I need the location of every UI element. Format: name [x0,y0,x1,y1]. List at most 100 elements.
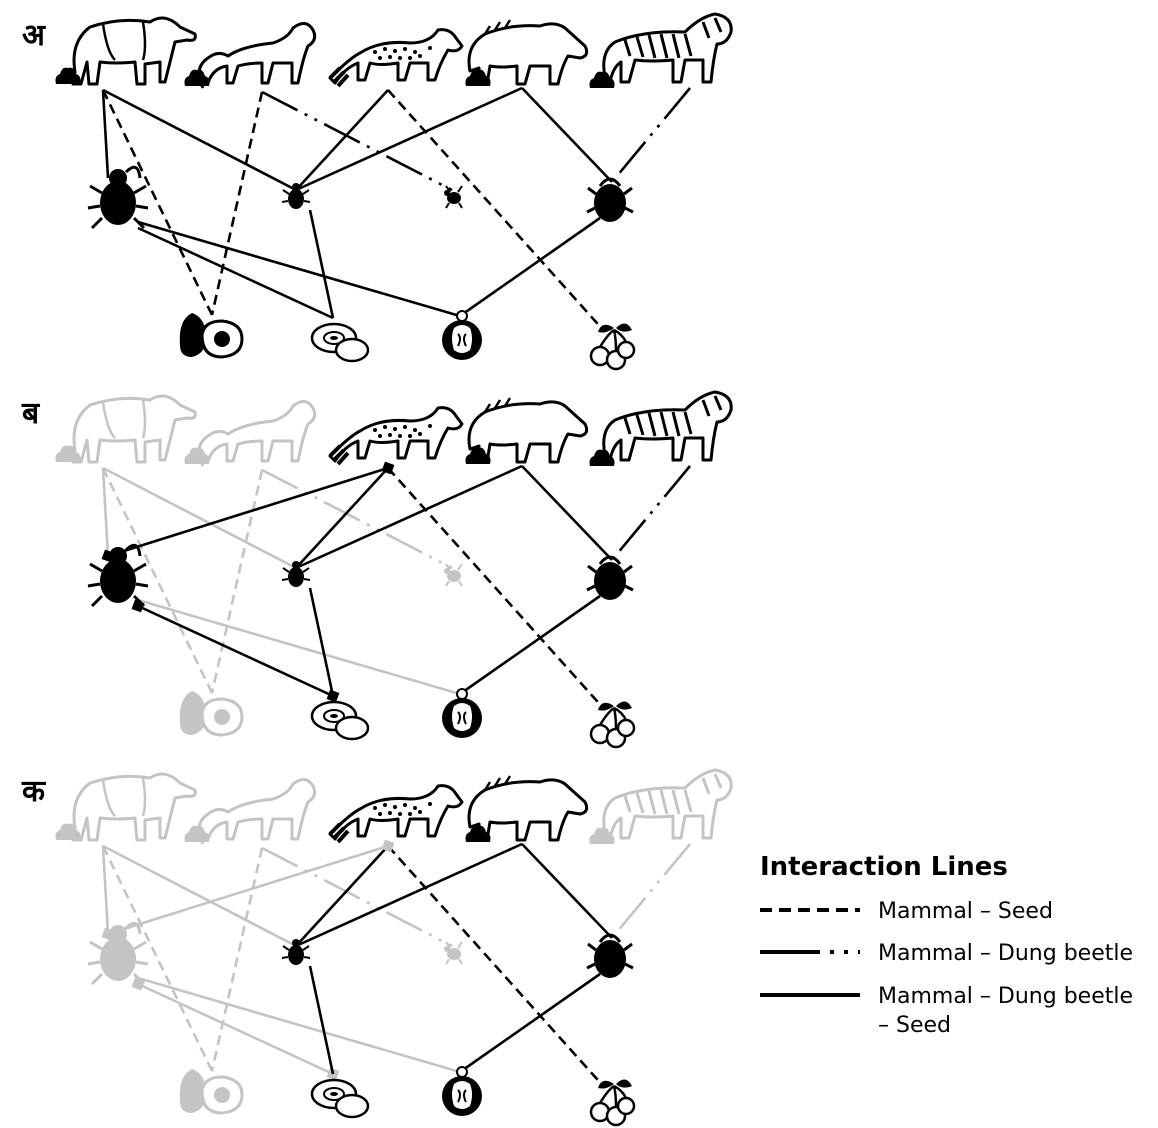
edge-round-beetle-mangosteen-seed [459,216,601,318]
edge-monkey-avocado-seed [210,469,264,694]
large-beetle-icon [86,543,150,608]
edge-round-beetle-mangosteen-seed [459,594,601,696]
edge-civet-cherry-seed [387,845,606,1089]
edge-boar-small-beetle [295,842,523,948]
cherry-seed-icon [589,1078,636,1127]
edge-civet-small-beetle [295,845,389,947]
edge-tiger-round-beetle [610,843,692,939]
civet-icon [328,783,464,844]
tiny-beetle-icon [443,941,463,965]
edge-tiger-round-beetle [610,465,692,561]
avocado-seed-icon [178,1067,244,1115]
edge-tapir-small-beetle [102,466,297,570]
edge-monkey-tiny-beetle [261,846,453,948]
tiny-beetle-icon [443,185,463,209]
edge-tapir-large-beetle [101,845,110,935]
boar-icon [467,18,589,86]
tapir-icon [71,772,197,842]
edge-large-beetle-mangosteen-seed [137,976,461,1074]
panel-3: क [21,768,733,1127]
civet-icon [328,405,464,466]
panel-label-1: अ [22,18,46,53]
edge-endpoint-marker [381,839,395,853]
kiwi-seed-icon [310,700,370,741]
nodes [55,390,733,749]
edge-small-beetle-kiwi-seed [308,209,335,319]
legend-label-mammal-dung-beetle-seed-cont: – Seed [878,1013,951,1038]
nodes [55,768,733,1127]
kiwi-seed-icon [310,322,370,363]
round-beetle-icon [585,177,635,224]
round-beetle-icon [585,933,635,980]
edge-monkey-avocado-seed [210,847,264,1072]
civet-icon [328,27,464,89]
edge-civet-small-beetle [295,467,389,569]
edge-tapir-large-beetle [101,89,110,179]
edges [101,461,692,711]
edge-civet-large-beetle [107,844,389,936]
edge-large-beetle-kiwi-seed [137,604,334,698]
panels-layer: अ ब क [21,12,733,1127]
avocado-seed-icon [178,311,244,359]
tiger-icon [602,12,733,84]
tapir-icon [71,16,197,86]
edge-monkey-avocado-seed [210,91,264,316]
boar-icon [467,774,589,842]
cherry-seed-icon [589,700,636,749]
avocado-seed-icon [178,689,244,737]
edge-tiger-round-beetle [610,87,692,183]
monkey-icon [197,21,317,90]
nodes [55,12,733,371]
edge-tapir-avocado-seed [101,845,214,1072]
edge-tapir-small-beetle [102,844,297,948]
legend-label-mammal-dung-beetle: Mammal – Dung beetle [878,941,1133,966]
edges [101,839,692,1089]
legend-label-mammal-seed: Mammal – Seed [878,899,1053,924]
tiny-beetle-icon [443,563,463,587]
legend-label-mammal-dung-beetle-seed: Mammal – Dung beetle [878,984,1133,1009]
edge-tapir-small-beetle [102,88,297,192]
edge-monkey-tiny-beetle [261,90,453,192]
edge-tapir-avocado-seed [101,467,214,694]
edge-large-beetle-kiwi-seed [137,982,334,1076]
edge-large-beetle-kiwi-seed [137,226,334,320]
edge-round-beetle-mangosteen-seed [459,972,601,1074]
monkey-icon [197,399,317,468]
edge-civet-small-beetle [295,89,389,191]
edge-civet-cherry-seed [387,467,606,711]
edge-large-beetle-mangosteen-seed [137,598,461,696]
edge-boar-round-beetle [521,87,613,183]
edge-boar-round-beetle [521,465,613,561]
panel-label-3: क [21,774,46,809]
edges [101,86,692,333]
edge-tapir-avocado-seed [101,89,214,316]
tiger-icon [602,390,733,462]
edge-civet-cherry-seed [387,89,606,333]
panel-1: अ [22,12,733,371]
panel-label-2: ब [21,396,41,431]
kiwi-seed-icon [310,1078,370,1119]
large-beetle-icon [86,165,150,230]
edge-civet-large-beetle [107,466,389,558]
edge-boar-small-beetle [295,464,523,570]
legend-title: Interaction Lines [760,852,1008,882]
edge-monkey-tiny-beetle [261,468,453,570]
cherry-seed-icon [589,322,636,371]
edge-boar-small-beetle [295,86,523,192]
edge-boar-round-beetle [521,843,613,939]
large-beetle-icon [86,921,150,986]
mangosteen-seed-icon [441,1066,483,1117]
mangosteen-seed-icon [441,688,483,739]
edge-small-beetle-kiwi-seed [308,965,335,1075]
edge-small-beetle-kiwi-seed [308,587,335,697]
mangosteen-seed-icon [441,310,483,361]
panel-2: ब [21,390,733,749]
round-beetle-icon [585,555,635,602]
monkey-icon [197,777,317,846]
tapir-icon [71,394,197,464]
boar-icon [467,396,589,464]
tiger-icon [602,768,733,840]
legend: Interaction Lines Mammal – Seed Mammal –… [760,852,1133,1038]
edge-large-beetle-mangosteen-seed [137,220,461,318]
